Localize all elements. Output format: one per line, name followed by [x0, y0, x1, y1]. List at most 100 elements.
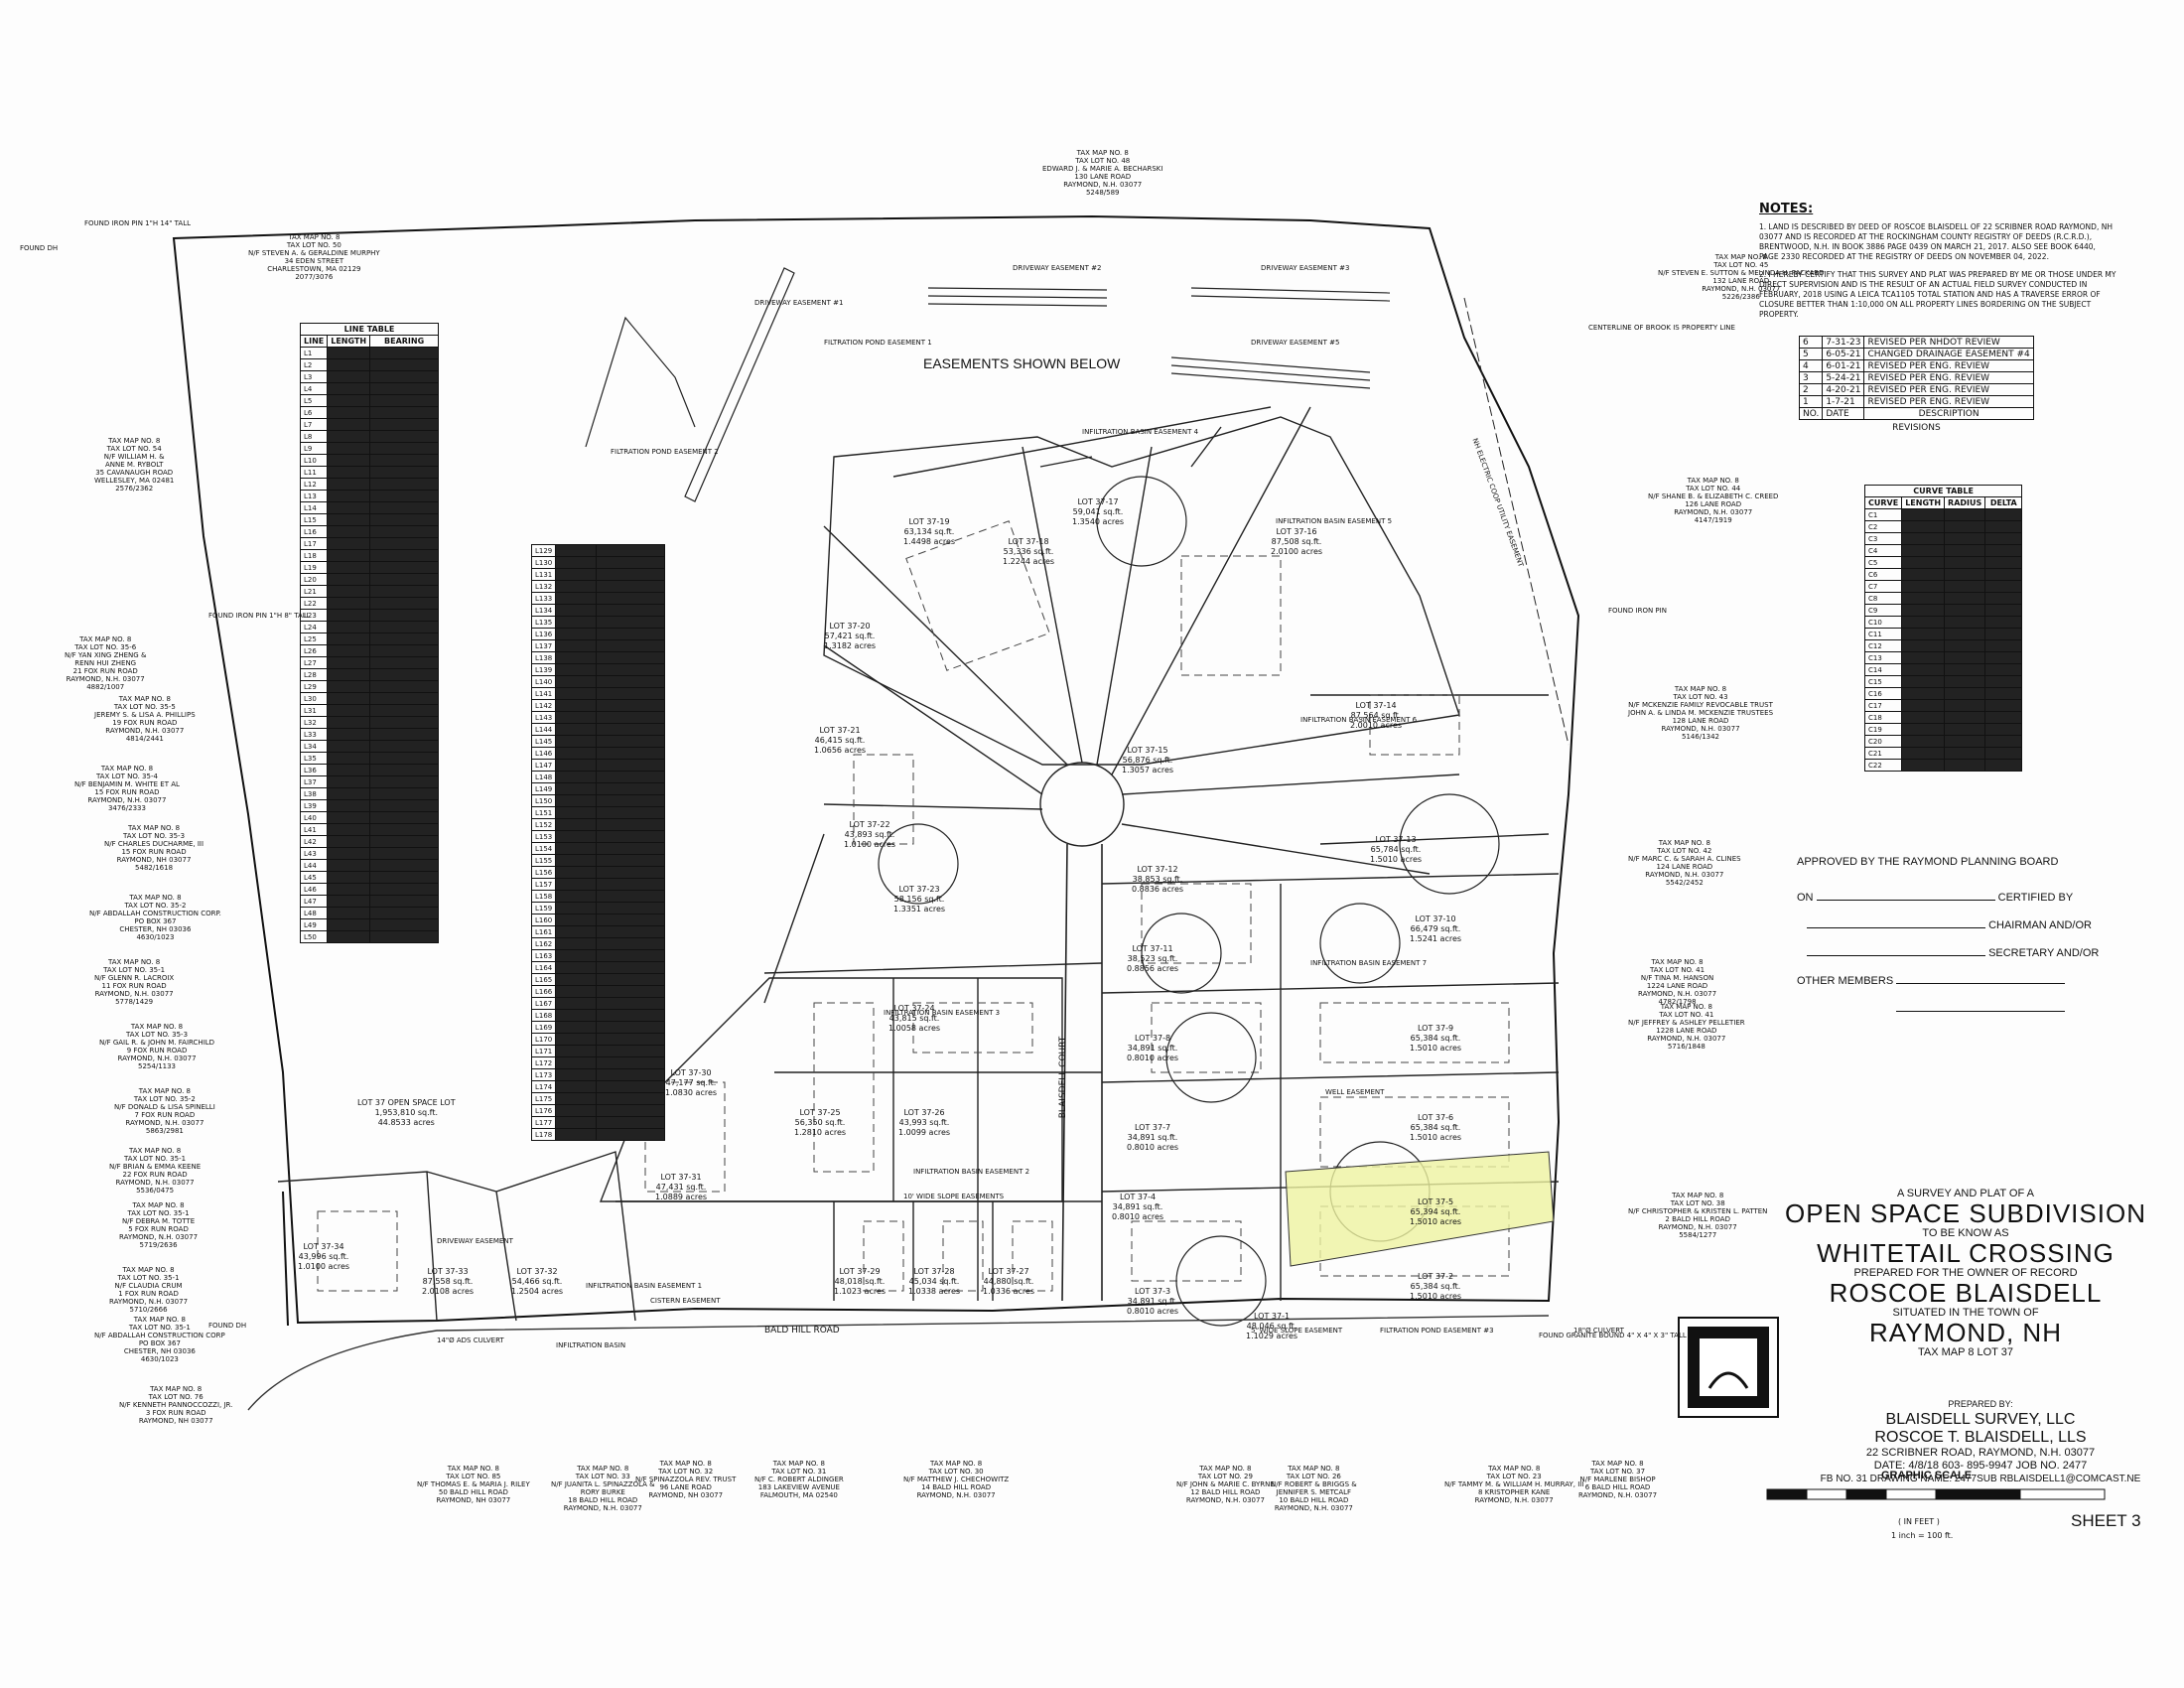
- curve-id: C10: [1863, 616, 1903, 629]
- line-id: L144: [530, 723, 557, 736]
- line-bearing: [596, 556, 666, 569]
- curve-value: [1944, 687, 1986, 700]
- line-bearing: [596, 616, 666, 629]
- curve-value: [1944, 628, 1986, 640]
- curve-table: CURVE TABLE CURVE LENGTH RADIUS DELTA C1…: [1863, 485, 2023, 772]
- abutter-label: TAX MAP NO. 8 TAX LOT NO. 42 N/F MARC C.…: [1628, 839, 1741, 887]
- line-bearing: [596, 985, 666, 998]
- line-row: L16: [299, 525, 440, 538]
- line-length: [327, 406, 371, 419]
- lot-area: 34,891 sq.ft.: [1127, 1297, 1178, 1306]
- line-bearing: [369, 442, 440, 455]
- line-row: L177: [530, 1116, 666, 1129]
- curve-value: [1944, 556, 1986, 569]
- line-length: [555, 568, 598, 581]
- lot-acres: 1.0830 acres: [665, 1088, 718, 1097]
- line-length: [327, 871, 371, 884]
- line-row: L152: [530, 818, 666, 831]
- abutter-label: TAX MAP NO. 8 TAX LOT NO. 35-6 N/F YAN X…: [65, 635, 147, 691]
- lot-area: 56,876 sq.ft.: [1122, 756, 1173, 765]
- curve-id: C22: [1863, 759, 1903, 772]
- curve-id: C2: [1863, 520, 1903, 533]
- line-id: L18: [299, 549, 329, 562]
- line-bearing: [369, 525, 440, 538]
- line-id: L160: [530, 914, 557, 926]
- curve-row: C12: [1863, 639, 2023, 652]
- line-id: L172: [530, 1056, 557, 1069]
- lot-name: LOT 37-2: [1417, 1272, 1454, 1281]
- line-bearing: [596, 949, 666, 962]
- curve-value: [1901, 580, 1946, 593]
- other-members-line-2[interactable]: [1896, 1001, 2065, 1012]
- line-id: L137: [530, 639, 557, 652]
- line-row: L45: [299, 871, 440, 884]
- line-length: [555, 961, 598, 974]
- line-row: L153: [530, 830, 666, 843]
- lot-name: LOT 37-28: [913, 1267, 955, 1276]
- curve-value: [1984, 508, 2023, 521]
- curve-id: C9: [1863, 604, 1903, 617]
- revisions-caption: REVISIONS: [1892, 423, 1941, 433]
- curve-row: C17: [1863, 699, 2023, 712]
- line-row: L163: [530, 949, 666, 962]
- line-length: [327, 764, 371, 776]
- line-id: L41: [299, 823, 329, 836]
- curve-value: [1901, 604, 1946, 617]
- easement-label: INFILTRATION BASIN EASEMENT 6: [1300, 716, 1418, 724]
- rev-desc: CHANGED DRAINAGE EASEMENT #4: [1863, 348, 2034, 360]
- curve-id: C6: [1863, 568, 1903, 581]
- line-bearing: [369, 883, 440, 896]
- line-id: L135: [530, 616, 557, 629]
- line-length: [327, 644, 371, 657]
- line-id: L151: [530, 806, 557, 819]
- line-length: [555, 914, 598, 926]
- line-row: L156: [530, 866, 666, 879]
- curve-value: [1901, 711, 1946, 724]
- lot-area: 1,953,810 sq.ft.: [374, 1108, 438, 1117]
- line-bearing: [369, 585, 440, 598]
- line-row: L145: [530, 735, 666, 748]
- secretary-line[interactable]: [1807, 945, 1985, 956]
- line-length: [555, 985, 598, 998]
- lot-acres: 0.8010 acres: [1127, 1143, 1179, 1152]
- line-length: [327, 525, 371, 538]
- rev-no: 3: [1798, 371, 1824, 384]
- line-id: L158: [530, 890, 557, 903]
- curve-value: [1901, 675, 1946, 688]
- curve-value: [1901, 532, 1946, 545]
- easement-label: INFILTRATION BASIN EASEMENT 3: [884, 1009, 1001, 1017]
- curve-id: C12: [1863, 639, 1903, 652]
- curve-row: C11: [1863, 628, 2023, 640]
- line-bearing: [369, 597, 440, 610]
- line-bearing: [369, 811, 440, 824]
- approval-on-line[interactable]: [1816, 890, 1995, 901]
- rev-date: 4-20-21: [1822, 383, 1865, 396]
- line-row: L146: [530, 747, 666, 760]
- street-label: BLAISDELL COURT: [1058, 1036, 1069, 1119]
- lot-acres: 1.1023 acres: [834, 1287, 887, 1296]
- line-id: L145: [530, 735, 557, 748]
- curve-value: [1901, 544, 1946, 557]
- line-table-title: LINE TABLE: [299, 323, 440, 336]
- line-length: [327, 728, 371, 741]
- chairman-line[interactable]: [1807, 917, 1985, 928]
- curve-value: [1901, 592, 1946, 605]
- curve-value: [1944, 568, 1986, 581]
- curve-id: C15: [1863, 675, 1903, 688]
- line-bearing: [369, 740, 440, 753]
- line-id: L176: [530, 1104, 557, 1117]
- line-row: L175: [530, 1092, 666, 1105]
- title-line12: ROSCOE T. BLAISDELL, LLS: [1874, 1429, 2087, 1446]
- lot-acres: 0.8010 acres: [1127, 1307, 1179, 1316]
- abutter-label: TAX MAP NO. 8 TAX LOT NO. 35-3 N/F CHARL…: [104, 824, 205, 872]
- line-bearing: [596, 890, 666, 903]
- line-length: [555, 997, 598, 1010]
- line-header-length: LENGTH: [327, 335, 371, 348]
- other-members-line[interactable]: [1896, 973, 2066, 984]
- line-row: L26: [299, 644, 440, 657]
- line-bearing: [596, 759, 666, 772]
